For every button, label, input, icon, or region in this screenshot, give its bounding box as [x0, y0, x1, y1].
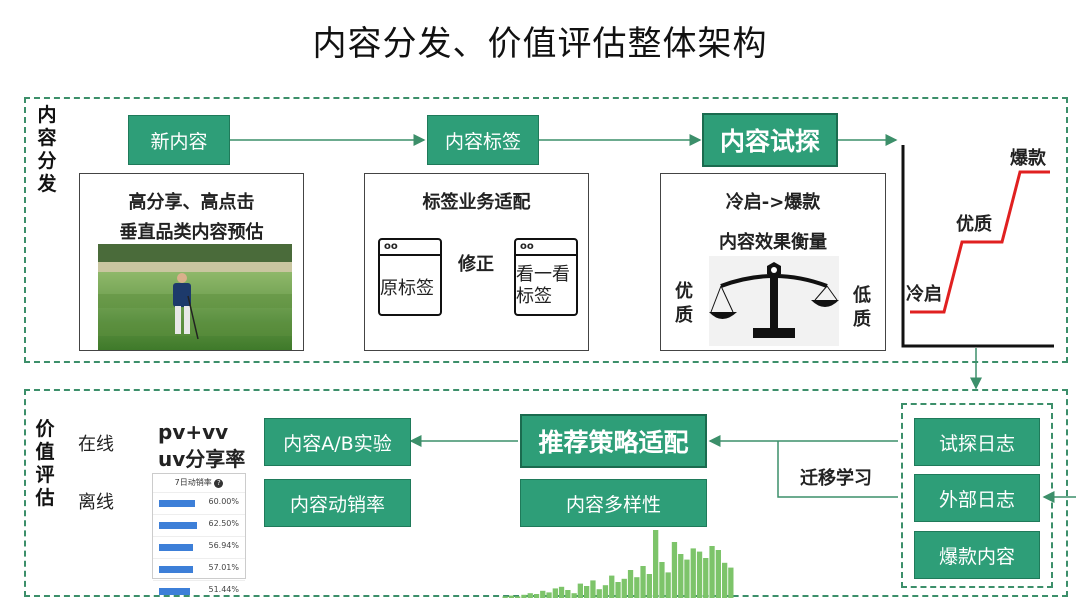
diversity-bar	[515, 596, 520, 598]
sell-rate-header: 7日动销率 ?	[153, 474, 245, 492]
offline-label: 离线	[78, 488, 114, 514]
diversity-bar	[716, 550, 721, 598]
table-row: 56.94%	[153, 536, 245, 558]
diversity-bar	[634, 577, 639, 598]
diversity-bar	[546, 592, 551, 598]
external-log-node[interactable]: 外部日志	[914, 474, 1040, 522]
diversity-bar	[678, 554, 683, 598]
golf-photo	[98, 244, 292, 350]
diversity-bar	[659, 562, 664, 598]
high-quality-label: 优质	[675, 280, 695, 328]
diversity-bar	[666, 572, 671, 598]
prediction-line1: 高分享、高点击	[80, 188, 303, 214]
table-row: 57.01%	[153, 558, 245, 580]
original-tag-text: 原标签	[380, 256, 440, 300]
diversity-bar	[572, 593, 577, 598]
diversity-bar	[578, 584, 583, 598]
effect-line1: 冷启->爆款	[661, 188, 885, 214]
diversity-bar	[534, 594, 539, 598]
sell-rate-node[interactable]: 内容动销率	[264, 479, 411, 527]
diversity-bar	[609, 576, 614, 598]
diversity-bar	[728, 568, 733, 598]
probe-log-node[interactable]: 试探日志	[914, 418, 1040, 466]
help-icon[interactable]: ?	[214, 479, 223, 488]
content-probe-node[interactable]: 内容试探	[702, 113, 838, 167]
effect-line2: 内容效果衡量	[661, 228, 885, 254]
sell-rate-table: 7日动销率 ? 60.00% 62.50% 56.94% 57.01% 51.4…	[152, 473, 246, 579]
metric-uv-share: uv分享率	[158, 443, 245, 472]
strategy-node[interactable]: 推荐策略适配	[520, 414, 707, 468]
diversity-bar	[540, 591, 545, 598]
kankan-tag-card: oo 看一看标签	[514, 238, 578, 316]
stairs-cold-label: 冷启	[906, 280, 942, 306]
diversity-bar	[584, 586, 589, 598]
fix-label: 修正	[458, 250, 494, 276]
diversity-bar	[640, 566, 645, 598]
table-row: 51.44%	[153, 580, 245, 602]
metric-pv-vv: pv+vv	[158, 420, 228, 444]
table-row: 62.50%	[153, 514, 245, 536]
diversity-bar	[628, 570, 633, 598]
prediction-panel: 高分享、高点击 垂直品类内容预估	[79, 173, 304, 351]
diversity-node[interactable]: 内容多样性	[520, 479, 707, 527]
diversity-bar	[528, 593, 533, 598]
diversity-bar	[503, 596, 508, 598]
diversity-bar	[559, 587, 564, 598]
kankan-tag-text: 看一看标签	[516, 256, 576, 308]
diversity-bar	[553, 588, 558, 598]
balance-scale-icon	[709, 256, 839, 346]
diversity-chart	[502, 528, 734, 598]
table-row: 60.00%	[153, 492, 245, 514]
diversity-bar	[590, 580, 595, 598]
diversity-bar	[709, 546, 714, 598]
original-tag-card: oo 原标签	[378, 238, 442, 316]
diversity-bar	[684, 560, 689, 598]
diversity-bar	[703, 558, 708, 598]
hit-content-node[interactable]: 爆款内容	[914, 531, 1040, 579]
diversity-bar	[597, 589, 602, 598]
diversity-bar	[615, 582, 620, 598]
online-label: 在线	[78, 430, 114, 456]
low-quality-label: 低质	[853, 284, 873, 332]
diversity-bar	[653, 530, 658, 598]
diversity-bar	[521, 595, 526, 598]
diversity-bar	[672, 542, 677, 598]
new-content-node[interactable]: 新内容	[128, 115, 230, 165]
prediction-line2: 垂直品类内容预估	[80, 218, 303, 244]
value-evaluation-label: 价值评估	[34, 418, 56, 510]
effect-measure-panel: 冷启->爆款 内容效果衡量 优质 低质	[660, 173, 886, 351]
stairs-quality-label: 优质	[956, 210, 992, 236]
diversity-bar	[722, 563, 727, 598]
stairs-hit-label: 爆款	[1010, 144, 1046, 170]
diversity-bar	[691, 548, 696, 598]
transfer-learning-label: 迁移学习	[800, 464, 872, 490]
ab-test-node[interactable]: 内容A/B实验	[264, 418, 411, 466]
diversity-bar	[647, 574, 652, 598]
diversity-bar	[697, 552, 702, 598]
diversity-bar	[603, 585, 608, 598]
stairs-axes	[903, 145, 1054, 346]
diversity-bar	[622, 579, 627, 598]
content-tag-node[interactable]: 内容标签	[427, 115, 539, 165]
diversity-bar	[565, 590, 570, 598]
diversity-bar	[509, 596, 514, 598]
tag-adapt-title: 标签业务适配	[365, 188, 588, 214]
